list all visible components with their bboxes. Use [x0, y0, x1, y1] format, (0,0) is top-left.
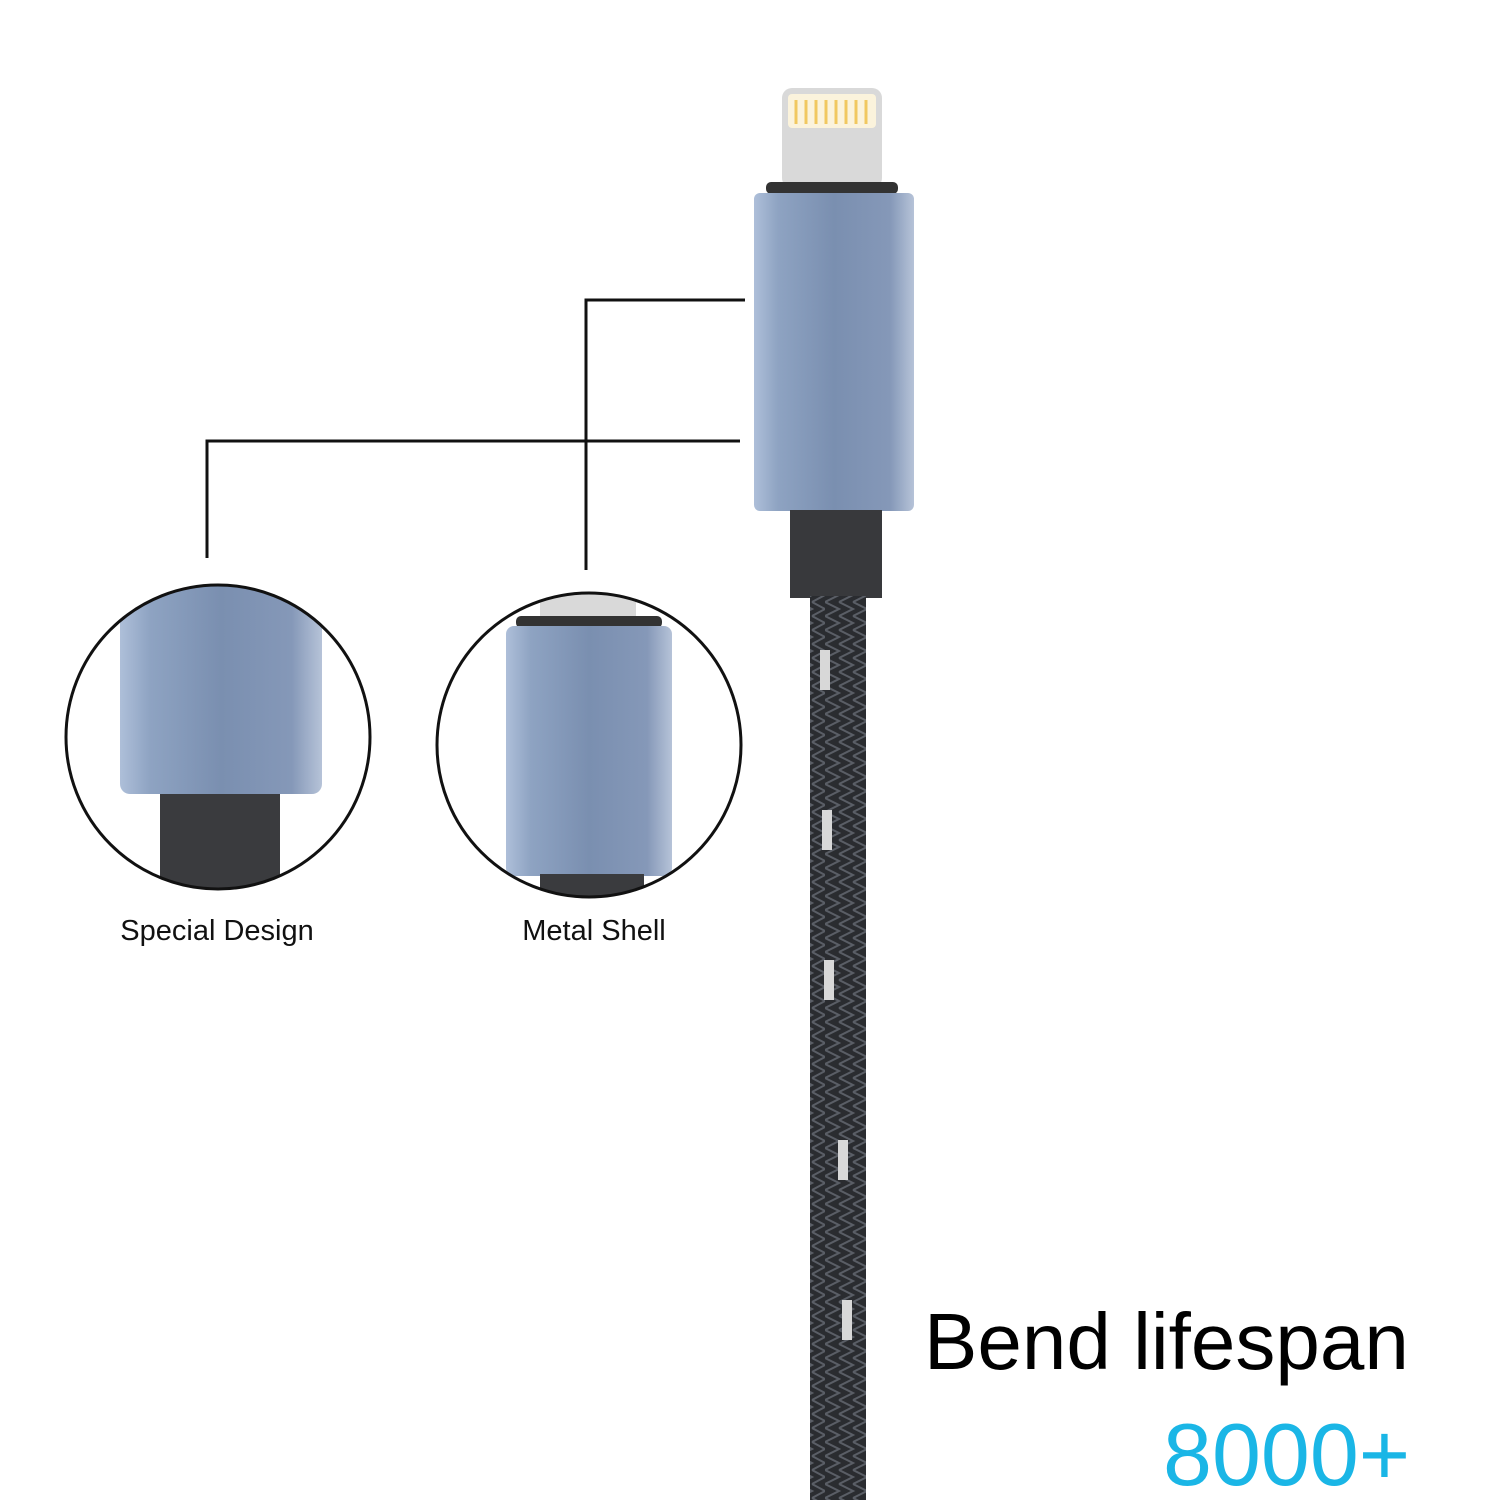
metal-shell-label: Metal Shell [522, 915, 666, 947]
callout-lines [205, 298, 745, 570]
bend-count: 8000+ [1163, 1405, 1411, 1500]
metal-shell-detail [506, 593, 672, 897]
special-design-detail [120, 585, 322, 889]
special-design-label: Special Design [120, 915, 314, 947]
lightning-connector [754, 88, 914, 598]
bend-lifespan-heading: Bend lifespan [924, 1297, 1409, 1386]
braided-cable [810, 596, 866, 1500]
cable-highlights [820, 650, 852, 1340]
